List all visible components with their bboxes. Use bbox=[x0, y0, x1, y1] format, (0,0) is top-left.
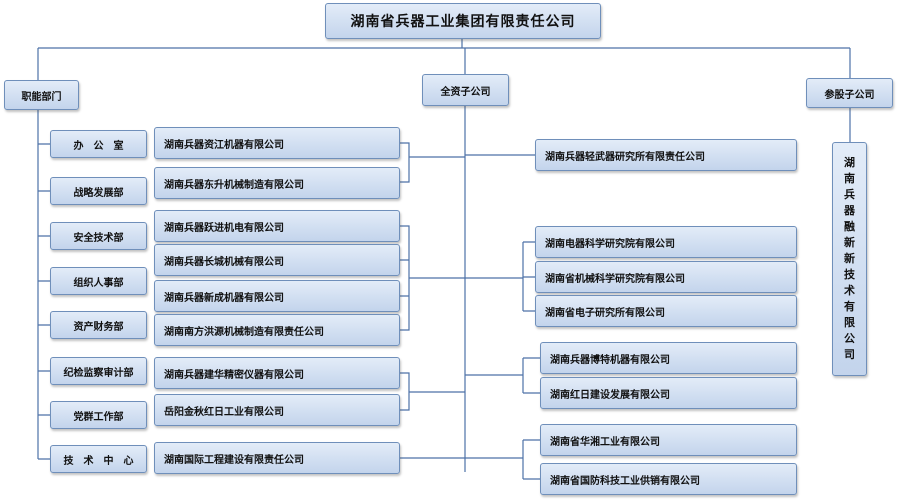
company-huaxiang: 湖南省华湘工业有限公司 bbox=[540, 424, 797, 456]
company-dongsheng: 湖南兵器东升机械制造有限公司 bbox=[154, 167, 400, 199]
branch-functional-departments: 职能部门 bbox=[4, 80, 79, 110]
dept-human-resources: 组织人事部 bbox=[50, 267, 147, 295]
dept-party-affairs: 党群工作部 bbox=[50, 401, 147, 429]
company-electronics-institute: 湖南省电子研究所有限公司 bbox=[535, 295, 797, 327]
holding-company-rongxin: 湖 南 兵 器 融 新 新 技 术 有 限 公 司 bbox=[832, 142, 867, 376]
holding-char: 器 bbox=[844, 204, 855, 217]
company-bote: 湖南兵器博特机器有限公司 bbox=[540, 342, 797, 374]
holding-char: 湖 bbox=[844, 156, 855, 169]
holding-char: 融 bbox=[844, 220, 855, 233]
company-defense-supply: 湖南省国防科技工业供销有限公司 bbox=[540, 463, 797, 495]
holding-char: 术 bbox=[844, 284, 855, 297]
holding-char: 公 bbox=[844, 332, 855, 345]
holding-char: 兵 bbox=[844, 188, 855, 201]
branch-wholly-owned-subsidiaries: 全资子公司 bbox=[422, 74, 509, 106]
company-xincheng: 湖南兵器新成机器有限公司 bbox=[154, 280, 400, 312]
holding-char: 限 bbox=[844, 316, 855, 329]
company-jianhua: 湖南兵器建华精密仪器有限公司 bbox=[154, 357, 400, 389]
dept-safety-technology: 安全技术部 bbox=[50, 222, 147, 250]
holding-char: 新 bbox=[844, 252, 855, 265]
company-changcheng: 湖南兵器长城机械有限公司 bbox=[154, 244, 400, 276]
branch-holding-subsidiaries: 参股子公司 bbox=[806, 78, 893, 108]
holding-char: 新 bbox=[844, 236, 855, 249]
holding-char: 有 bbox=[844, 300, 855, 313]
group-title: 湖南省兵器工业集团有限责任公司 bbox=[325, 3, 601, 39]
holding-char: 司 bbox=[844, 348, 855, 361]
company-zijiang: 湖南兵器资江机器有限公司 bbox=[154, 127, 400, 159]
dept-discipline-audit: 纪检监察审计部 bbox=[50, 357, 147, 385]
company-machinery-research: 湖南省机械科学研究院有限公司 bbox=[535, 261, 797, 293]
company-hongri-construction: 湖南红日建设发展有限公司 bbox=[540, 377, 797, 409]
company-jinqiu-hongri: 岳阳金秋红日工业有限公司 bbox=[154, 394, 400, 426]
dept-asset-finance: 资产财务部 bbox=[50, 311, 147, 339]
company-yuejin: 湖南兵器跃进机电有限公司 bbox=[154, 210, 400, 242]
holding-char: 南 bbox=[844, 172, 855, 185]
dept-technology-center: 技 术 中 心 bbox=[50, 445, 147, 473]
dept-strategy-development: 战略发展部 bbox=[50, 177, 147, 205]
holding-char: 技 bbox=[844, 268, 855, 281]
company-hongyuan: 湖南南方洪源机械制造有限责任公司 bbox=[154, 314, 400, 346]
company-electrical-research: 湖南电器科学研究院有限公司 bbox=[535, 226, 797, 258]
company-light-weapons-institute: 湖南兵器轻武器研究所有限责任公司 bbox=[535, 139, 797, 171]
company-international-engineering: 湖南国际工程建设有限责任公司 bbox=[154, 442, 400, 474]
dept-general-office: 办 公 室 bbox=[50, 130, 147, 158]
